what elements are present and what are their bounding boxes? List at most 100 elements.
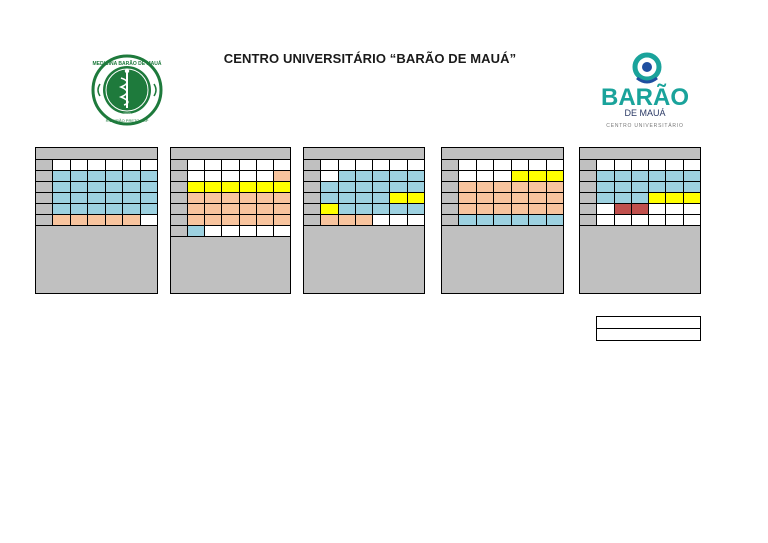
schedule-cell: [511, 204, 530, 214]
document-title: CENTRO UNIVERSITÁRIO “BARÃO DE MAUÁ”: [223, 51, 517, 66]
schedule-cell: [256, 193, 274, 203]
svg-text:DE MAUÁ: DE MAUÁ: [624, 108, 665, 118]
schedule-cell: [649, 193, 667, 203]
schedule-cell: [140, 171, 157, 181]
schedule-row-label-cell: [580, 182, 598, 192]
schedule-cell: [546, 160, 563, 170]
schedule-row-label-cell: [580, 204, 598, 214]
schedule-cell: [188, 171, 206, 181]
schedule-cell: [666, 182, 684, 192]
schedule-row: [442, 182, 563, 193]
schedule-row: [442, 204, 563, 215]
schedule-block-1: [35, 147, 158, 294]
schedule-block-5: [579, 147, 701, 294]
schedule-row: [580, 193, 700, 204]
schedule-row-label-cell: [36, 193, 54, 203]
schedule-cell: [597, 204, 615, 214]
schedule-cell: [205, 193, 223, 203]
schedule-cell: [529, 182, 547, 192]
schedule-cell: [597, 171, 615, 181]
schedule-row: [580, 204, 700, 215]
schedule-row-label-cell: [36, 215, 54, 225]
schedule-row: [171, 182, 290, 193]
schedule-cell: [321, 204, 339, 214]
schedule-cell: [546, 171, 563, 181]
schedule-cell: [529, 171, 547, 181]
schedule-cell: [683, 171, 700, 181]
schedule-row: [304, 182, 424, 193]
schedule-cell: [355, 204, 374, 214]
schedule-row-label-cell: [304, 171, 322, 181]
schedule-cell: [631, 193, 650, 203]
medicina-seal-logo: MEDICINA BARÃO DE MAUÁ RIBEIRÃO PRETO · …: [91, 54, 163, 126]
schedule-cell: [511, 171, 530, 181]
schedule-cell: [70, 160, 89, 170]
schedule-cell: [123, 182, 141, 192]
schedule-cell: [222, 204, 240, 214]
schedule-cell: [373, 160, 391, 170]
schedule-cell: [123, 204, 141, 214]
schedule-cell: [614, 204, 632, 214]
schedule-cell: [222, 193, 240, 203]
schedule-cell: [546, 193, 563, 203]
schedule-cell: [205, 182, 223, 192]
schedule-cell: [338, 171, 356, 181]
schedule-row: [36, 204, 157, 215]
svg-text:1990: 1990: [123, 112, 131, 116]
schedule-cell: [140, 193, 157, 203]
schedule-row-label-cell: [580, 160, 598, 170]
schedule-cell: [105, 204, 124, 214]
schedule-row-label-cell: [580, 215, 598, 225]
schedule-row: [36, 171, 157, 182]
schedule-cell: [105, 160, 124, 170]
svg-text:MEDICINA BARÃO DE MAUÁ: MEDICINA BARÃO DE MAUÁ: [93, 60, 162, 67]
schedule-cell: [683, 160, 700, 170]
schedule-row-label-cell: [171, 226, 189, 236]
schedule-cell: [476, 193, 495, 203]
schedule-cell: [494, 204, 512, 214]
schedule-cell: [476, 182, 495, 192]
schedule-cell: [123, 171, 141, 181]
schedule-cell: [355, 171, 374, 181]
schedule-cell: [529, 160, 547, 170]
schedule-row: [171, 171, 290, 182]
schedule-cell: [222, 171, 240, 181]
schedule-cell: [390, 171, 408, 181]
schedule-cell: [407, 193, 424, 203]
schedule-cell: [511, 193, 530, 203]
schedule-cell: [273, 160, 290, 170]
schedule-row-label-cell: [171, 204, 189, 214]
schedule-cell: [459, 171, 477, 181]
schedule-cell: [273, 171, 290, 181]
schedule-cell: [70, 204, 89, 214]
schedule-row: [36, 160, 157, 171]
schedule-cell: [649, 204, 667, 214]
schedule-cell: [140, 204, 157, 214]
schedule-cell: [614, 215, 632, 225]
schedule-cell: [88, 160, 106, 170]
barao-de-maua-logo: BARÃO DE MAUÁ CENTRO UNIVERSITÁRIO: [601, 52, 689, 129]
svg-text:CENTRO UNIVERSITÁRIO: CENTRO UNIVERSITÁRIO: [606, 122, 683, 129]
schedule-cell: [459, 193, 477, 203]
schedule-cell: [373, 215, 391, 225]
schedule-cell: [188, 204, 206, 214]
schedule-block-2: [170, 147, 291, 294]
schedule-cell: [476, 204, 495, 214]
schedule-cell: [597, 215, 615, 225]
schedule-row-label-cell: [171, 160, 189, 170]
schedule-row: [304, 160, 424, 171]
schedule-row: [442, 215, 563, 226]
schedule-row: [442, 171, 563, 182]
schedule-cell: [631, 204, 650, 214]
schedule-row: [304, 171, 424, 182]
schedule-row: [36, 215, 157, 226]
schedule-cell: [53, 160, 71, 170]
schedule-cell: [239, 204, 257, 214]
schedule-header-row: [580, 148, 700, 160]
schedule-row-label-cell: [442, 171, 460, 181]
schedule-cell: [511, 182, 530, 192]
schedule-cell: [494, 193, 512, 203]
schedule-row: [36, 193, 157, 204]
schedule-row-label-cell: [171, 182, 189, 192]
schedule-cell: [273, 193, 290, 203]
